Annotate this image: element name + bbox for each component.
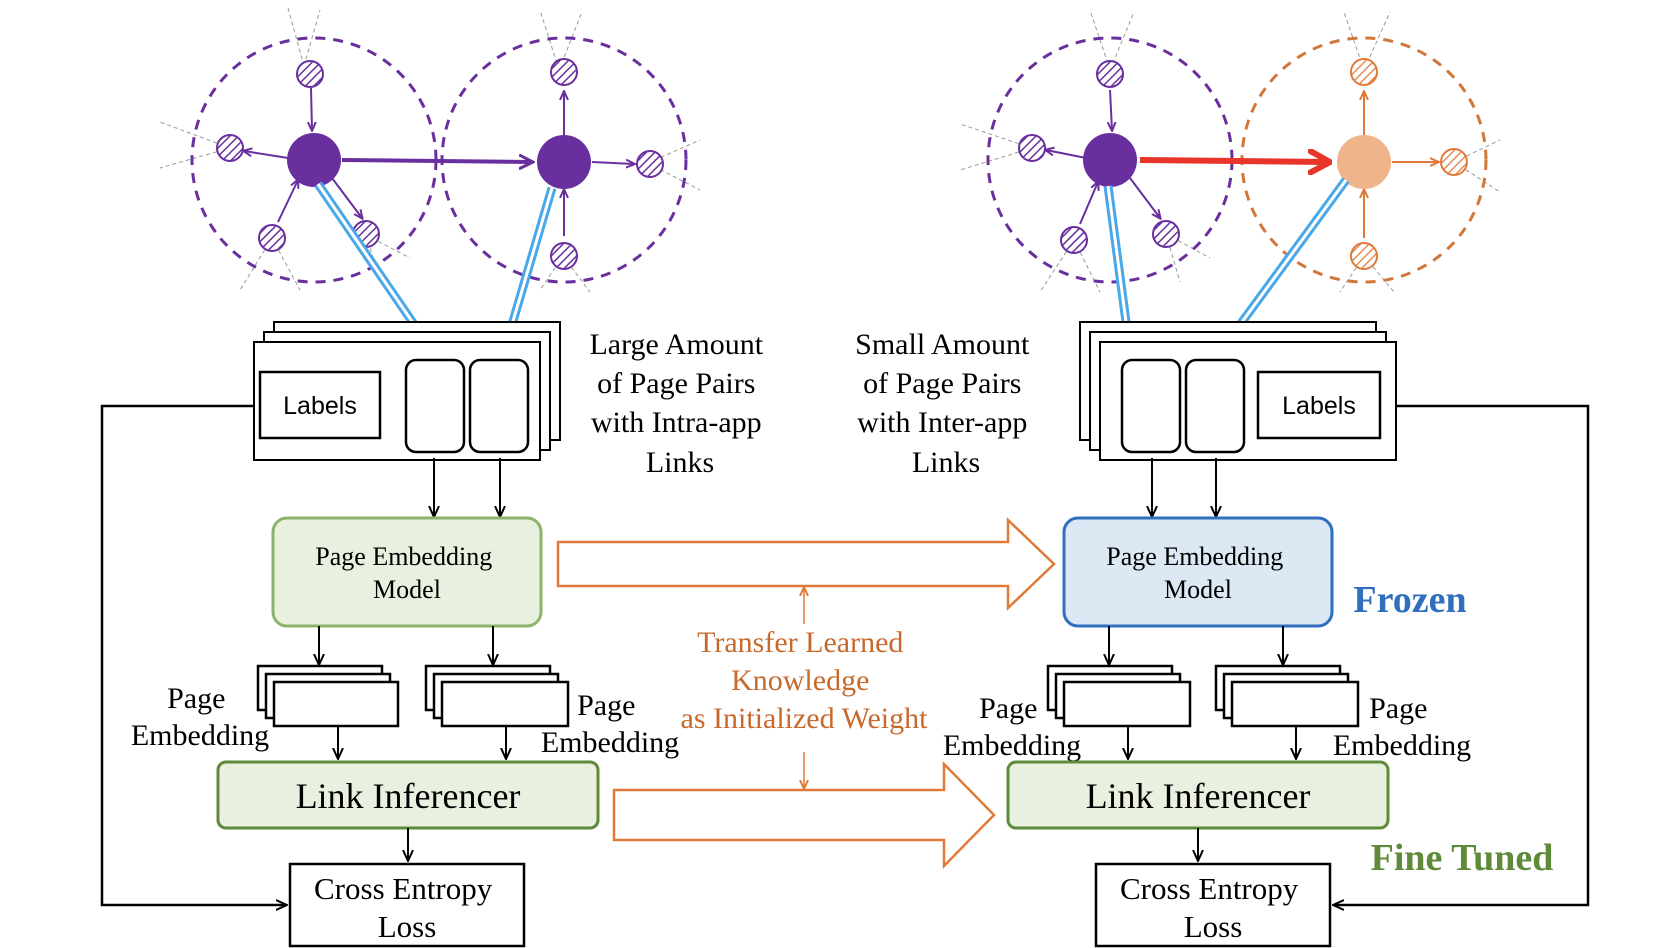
- left-pipeline: Labels Large Amount of Page Pairs with I…: [100, 321, 770, 948]
- page-embedding-stack: [1046, 664, 1192, 728]
- right-pipeline: Labels Small Amount of Page Pairs with I…: [855, 321, 1590, 948]
- page-embedding-model: [271, 516, 543, 628]
- page-node: [216, 134, 244, 162]
- page-embedding-model-label: Page Embedding Model: [315, 542, 498, 604]
- transfer-arrow-inferencer: [612, 760, 996, 870]
- page-card: [468, 358, 530, 454]
- data-caption: Small Amount of Page Pairs with Inter-ap…: [855, 328, 1037, 479]
- main-page-node: [287, 133, 341, 187]
- label-feedback-line: [100, 404, 286, 905]
- main-page-node: [1083, 133, 1137, 187]
- page-node: [1018, 134, 1046, 162]
- cross-entropy-loss: [1094, 862, 1332, 948]
- page-node: [296, 60, 324, 88]
- page-node: [1152, 220, 1180, 248]
- data-caption: Large Amount of Page Pairs with Intra-ap…: [589, 328, 770, 479]
- page-embedding-caption: Page Embedding: [1333, 692, 1471, 762]
- labels-text: Labels: [1282, 392, 1356, 420]
- page-embedding-stack: [256, 664, 400, 728]
- transfer-arrows: Transfer Learned Knowledge as Initialize…: [556, 517, 1056, 870]
- page-embedding-caption: Page Embedding: [943, 692, 1081, 762]
- link-inferencer-label: Link Inferencer: [296, 776, 521, 816]
- transfer-arrow-embedding: [556, 517, 1056, 611]
- link-inferencer-label: Link Inferencer: [1086, 776, 1311, 816]
- left-graph: [159, 7, 701, 352]
- label-feedback-line: [1334, 404, 1590, 905]
- page-embedding-model-label: Page Embedding Model: [1106, 542, 1289, 604]
- page-node: [1096, 60, 1124, 88]
- page-embedding-model: [1062, 516, 1334, 628]
- transfer-caption: Transfer Learned Knowledge as Initialize…: [681, 626, 929, 735]
- labels-box: [258, 370, 382, 440]
- page-node: [1060, 226, 1088, 254]
- fine-tuned-label: Fine Tuned: [1371, 837, 1554, 879]
- main-page-node: [537, 135, 591, 189]
- right-graph: [959, 9, 1501, 352]
- page-node: [550, 58, 578, 86]
- page-node: [636, 150, 664, 178]
- cross-entropy-loss-label: Cross Entropy Loss: [314, 871, 500, 944]
- cross-entropy-loss-label: Cross Entropy Loss: [1120, 871, 1306, 944]
- labels-text: Labels: [283, 392, 357, 420]
- cross-entropy-loss: [288, 862, 526, 948]
- page-card: [1120, 358, 1182, 454]
- frozen-label: Frozen: [1353, 579, 1466, 621]
- page-embedding-caption: Page Embedding: [541, 689, 679, 759]
- page-card: [404, 358, 466, 454]
- page-node: [1440, 148, 1468, 176]
- labels-box: [1256, 370, 1382, 440]
- page-card: [1184, 358, 1246, 454]
- page-embedding-stack: [424, 664, 570, 728]
- main-page-node: [1337, 135, 1391, 189]
- page-node: [550, 242, 578, 270]
- page-embedding-caption: Page Embedding: [131, 682, 269, 752]
- page-node: [1350, 58, 1378, 86]
- page-embedding-stack: [1214, 664, 1360, 728]
- page-node: [258, 224, 286, 252]
- page-node: [1350, 242, 1378, 270]
